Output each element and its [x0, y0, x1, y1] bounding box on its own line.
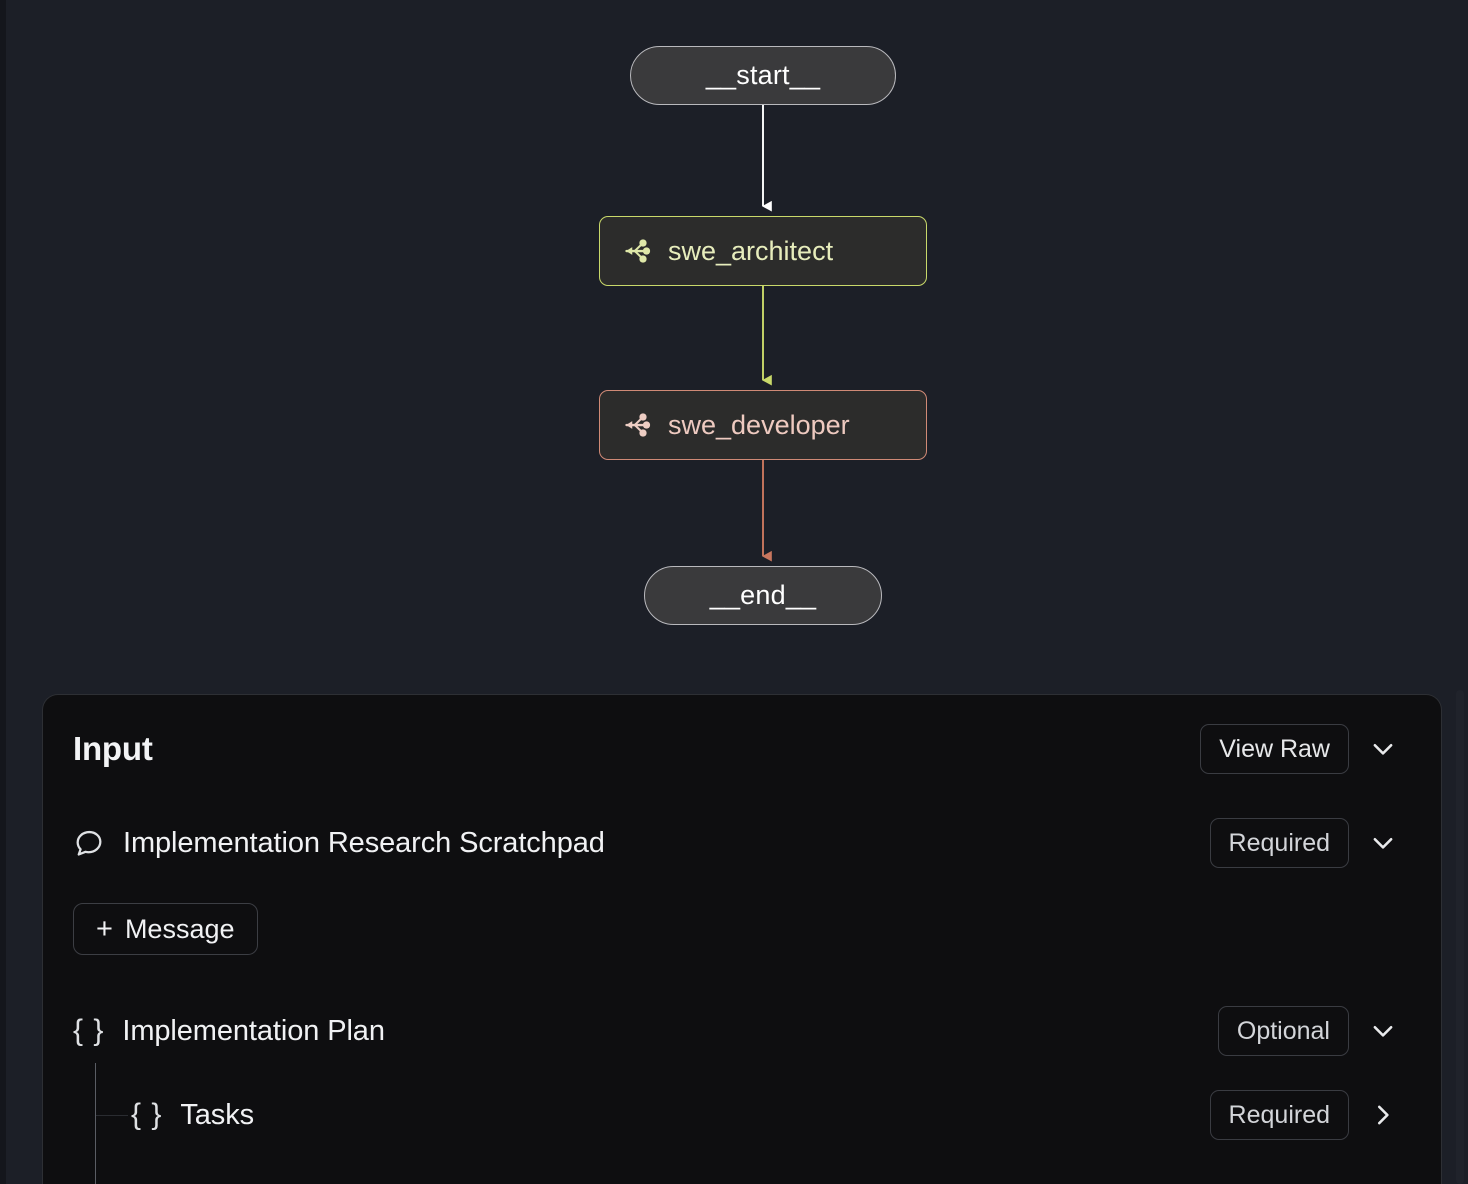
plus-icon: + [96, 912, 113, 945]
field-row-implementation-plan[interactable]: { } Implementation Plan Optional [43, 1003, 1441, 1059]
add-message-button[interactable]: + Message [73, 903, 258, 955]
field-row-implementation-research-scratchpad[interactable]: Implementation Research Scratchpad Requi… [43, 815, 1441, 871]
field-row-left: { } Implementation Plan [73, 1015, 385, 1048]
graph-node-start-label: __start__ [705, 60, 821, 90]
graph-node-end-label: __end__ [709, 580, 817, 610]
page-title: Input [73, 730, 153, 767]
field-row-tasks[interactable]: { } Tasks Required [43, 1087, 1441, 1143]
graph-node-swe-developer[interactable]: swe_developer [599, 390, 927, 460]
graph-node-swe-architect[interactable]: swe_architect [599, 216, 927, 286]
graph-node-swe-architect-label: swe_architect [668, 235, 834, 266]
graph-node-end[interactable]: __end__ [644, 566, 882, 625]
field-row-left: { } Tasks [131, 1099, 254, 1132]
status-badge[interactable]: Required [1209, 1090, 1349, 1140]
status-badge[interactable]: Required [1209, 818, 1349, 868]
field-row-left: Implementation Research Scratchpad [73, 827, 605, 860]
input-panel-header-actions: View Raw [1200, 724, 1403, 774]
speech-bubble-icon [76, 830, 102, 856]
indent-connector [96, 1115, 128, 1116]
chevron-right-icon[interactable] [1363, 1095, 1403, 1135]
graph-node-start[interactable]: __start__ [630, 46, 896, 105]
graph-edges [761, 105, 772, 562]
braces-icon: { } [131, 1098, 163, 1131]
indent-guide [95, 1063, 96, 1184]
workflow-node-icon [625, 239, 651, 263]
field-label: Implementation Research Scratchpad [123, 826, 605, 859]
add-message-button-label: Message [124, 913, 235, 944]
field-row-right: Required [1209, 818, 1403, 868]
field-row-right: Optional [1217, 1006, 1403, 1056]
workflow-node-icon [625, 413, 651, 437]
graph-node-swe-developer-label: swe_developer [668, 409, 850, 440]
vertical-scrollbar[interactable] [1456, 690, 1464, 1184]
field-label: Implementation Plan [122, 1014, 385, 1047]
view-raw-button[interactable]: View Raw [1200, 724, 1349, 774]
input-panel-header: Input View Raw [43, 695, 1441, 803]
chevron-down-icon[interactable] [1363, 823, 1403, 863]
graph-canvas[interactable]: __start__ swe_architect swe_de [6, 0, 1468, 672]
chevron-down-icon[interactable] [1363, 729, 1403, 769]
status-badge[interactable]: Optional [1217, 1006, 1349, 1056]
chevron-down-icon[interactable] [1363, 1011, 1403, 1051]
field-label: Tasks [180, 1098, 255, 1131]
input-panel: Input View Raw Implementation Research S… [42, 694, 1442, 1184]
field-row-right: Required [1209, 1090, 1403, 1140]
braces-icon: { } [73, 1014, 105, 1047]
